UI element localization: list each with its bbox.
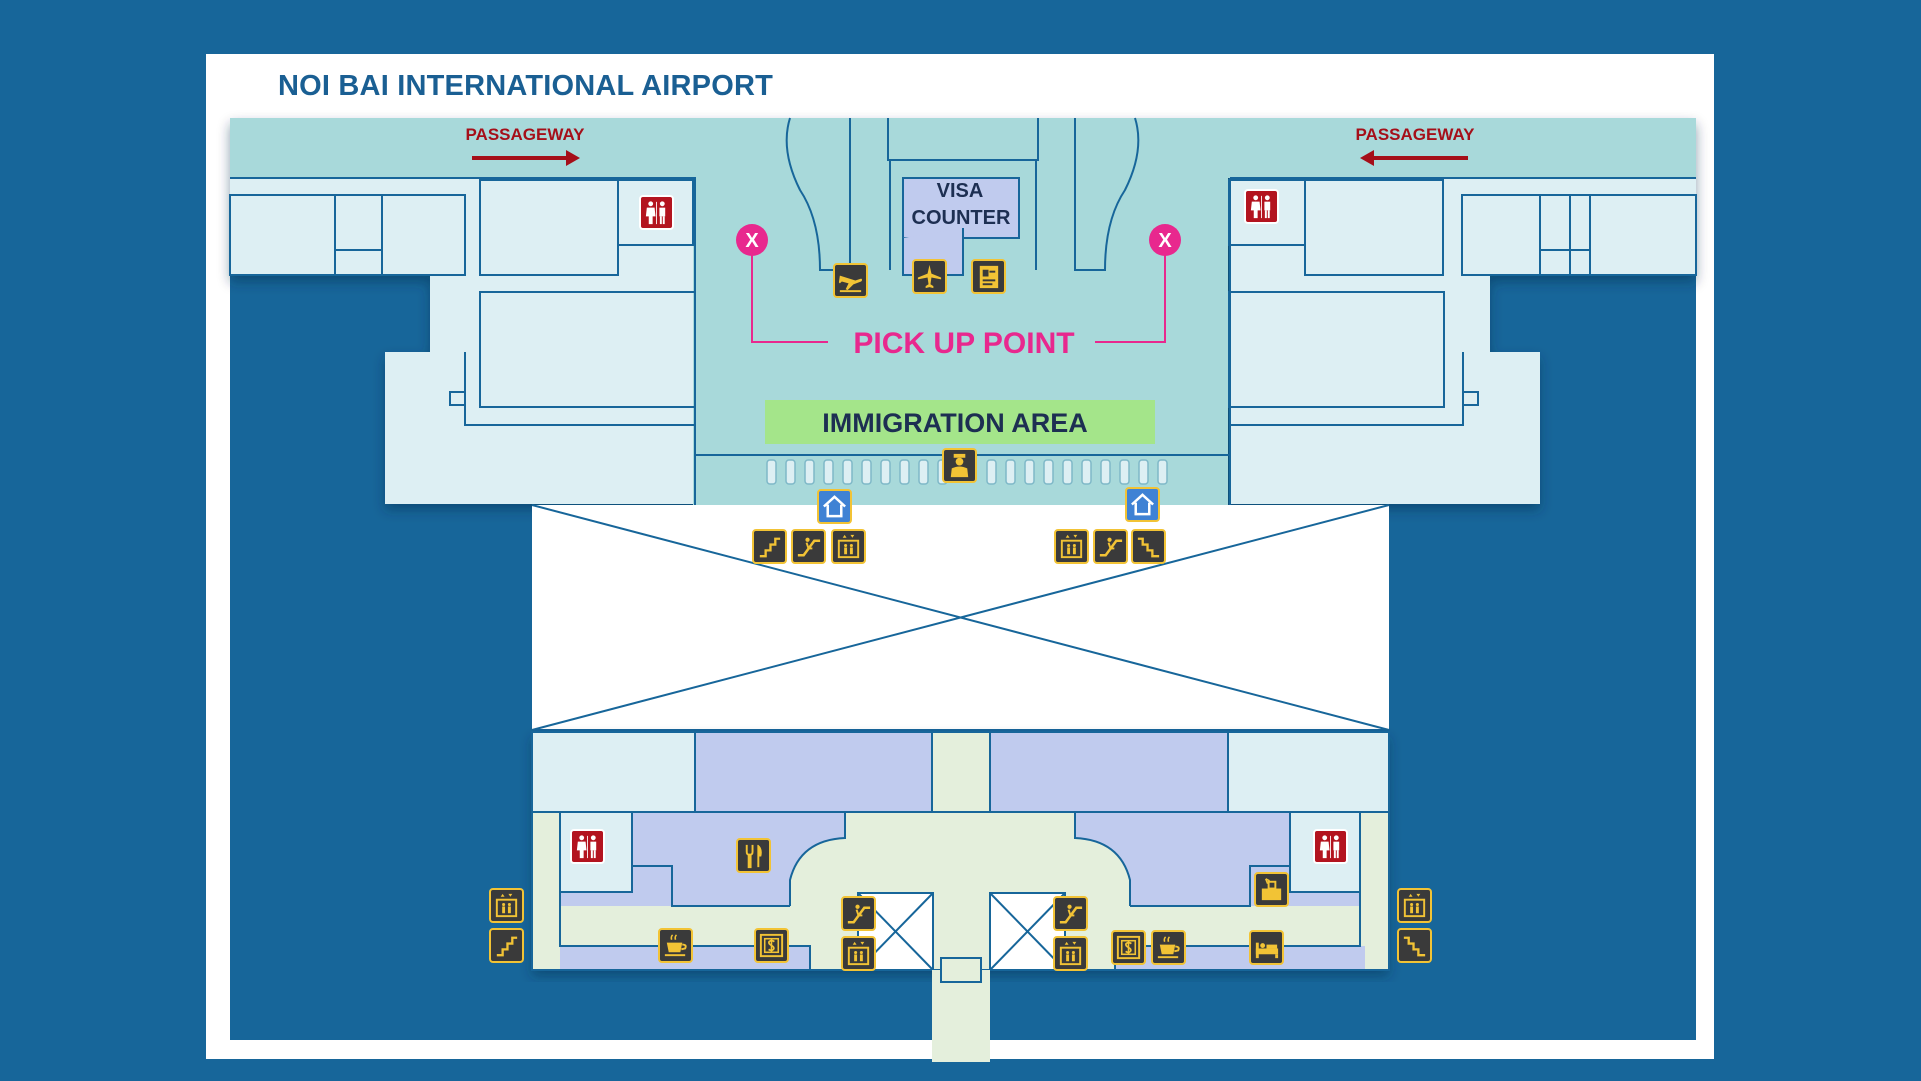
visa-counter — [902, 177, 1020, 239]
elevator-icon[interactable] — [831, 529, 866, 564]
passageway-left-label: PASSAGEWAY — [465, 125, 585, 144]
home-icon[interactable] — [817, 489, 852, 524]
elevator-icon[interactable] — [841, 936, 876, 971]
visa-label-1: VISA — [937, 180, 984, 202]
pickup-lines — [751, 255, 1166, 343]
arrivals-plane-icon[interactable] — [833, 263, 868, 298]
immigration-booth — [880, 459, 891, 485]
stairs-icon[interactable] — [752, 529, 787, 564]
escalator-icon[interactable] — [1093, 529, 1128, 564]
restroom-icon[interactable] — [639, 195, 674, 230]
upper-walls — [229, 117, 1697, 523]
svg-text:X: X — [1158, 230, 1172, 252]
home-icon[interactable] — [1125, 487, 1160, 522]
currency-exchange-icon[interactable] — [1111, 930, 1146, 965]
page-title: NOI BAI INTERNATIONAL AIRPORT — [278, 70, 774, 102]
transfer-plane-icon[interactable] — [912, 259, 947, 294]
visa-label-2: COUNTER — [912, 207, 1011, 229]
currency-exchange-icon[interactable] — [754, 928, 789, 963]
stairs-icon[interactable] — [1131, 529, 1166, 564]
immigration-booth — [1157, 459, 1168, 485]
immigration-area-band — [765, 400, 1155, 444]
immigration-booth — [785, 459, 796, 485]
baggage-icon[interactable] — [1254, 872, 1289, 907]
immigration-booth — [1138, 459, 1149, 485]
escalator-icon[interactable] — [791, 529, 826, 564]
immigration-booth — [1005, 459, 1016, 485]
immigration-booth — [1043, 459, 1054, 485]
immigration-officer-icon[interactable] — [942, 448, 977, 483]
immigration-booth — [766, 459, 777, 485]
elevator-icon[interactable] — [1397, 888, 1432, 923]
passageway-left-arrow-icon — [1360, 150, 1468, 166]
immigration-booth — [1081, 459, 1092, 485]
hotel-bed-icon[interactable] — [1249, 930, 1284, 965]
immigration-booth — [1024, 459, 1035, 485]
immigration-booth — [842, 459, 853, 485]
pickup-marker-right[interactable]: X — [1149, 224, 1181, 256]
restroom-icon[interactable] — [1244, 189, 1279, 224]
atrium-void — [531, 504, 1390, 731]
immigration-booth — [918, 459, 929, 485]
elevator-icon[interactable] — [489, 888, 524, 923]
escalator-icon[interactable] — [841, 896, 876, 931]
visa-document-icon[interactable] — [971, 259, 1006, 294]
svg-text:X: X — [745, 230, 759, 252]
escalator-icon[interactable] — [1053, 896, 1088, 931]
immigration-booths — [766, 459, 1168, 485]
stairs-icon[interactable] — [1397, 928, 1432, 963]
passageway-right-arrow-icon — [472, 150, 580, 166]
elevator-icon[interactable] — [1053, 936, 1088, 971]
immigration-booth — [1119, 459, 1130, 485]
elevator-icon[interactable] — [1054, 529, 1089, 564]
restroom-icon[interactable] — [1313, 829, 1348, 864]
restroom-icon[interactable] — [570, 829, 605, 864]
immigration-booth — [861, 459, 872, 485]
coffee-icon[interactable] — [658, 928, 693, 963]
immigration-booth — [1100, 459, 1111, 485]
stairs-icon[interactable] — [489, 928, 524, 963]
restaurant-icon[interactable] — [736, 838, 771, 873]
immigration-booth — [823, 459, 834, 485]
immigration-area-label: IMMIGRATION AREA — [822, 408, 1087, 438]
immigration-booth — [986, 459, 997, 485]
passageway-right-label: PASSAGEWAY — [1355, 125, 1475, 144]
coffee-icon[interactable] — [1151, 930, 1186, 965]
immigration-booth — [1062, 459, 1073, 485]
immigration-booth — [804, 459, 815, 485]
immigration-booth — [899, 459, 910, 485]
pickup-point-label: PICK UP POINT — [853, 327, 1074, 360]
pickup-marker-left[interactable]: X — [736, 224, 768, 256]
